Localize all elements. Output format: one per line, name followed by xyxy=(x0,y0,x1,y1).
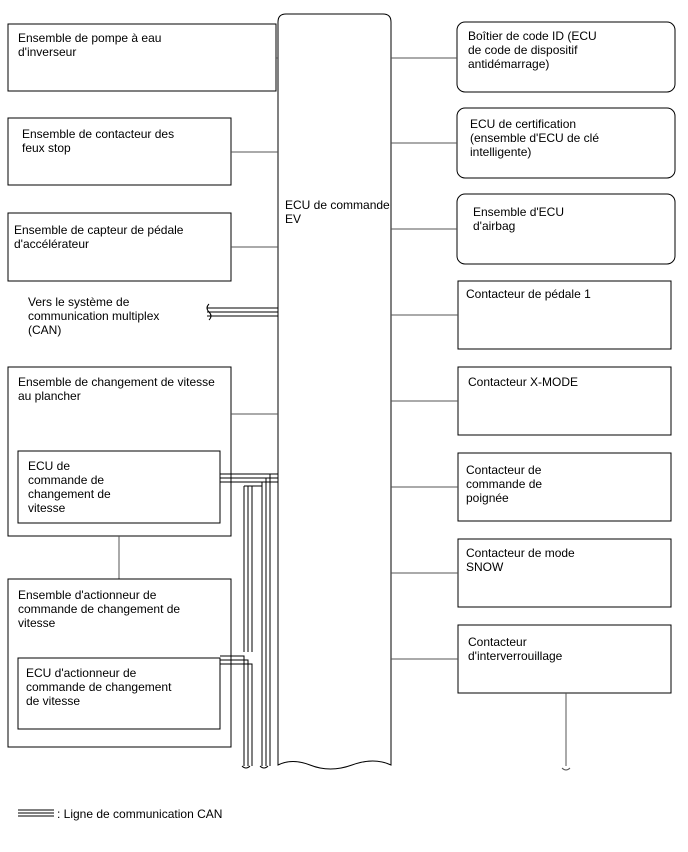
ev-control-ecu-label: ECU de commande EV xyxy=(285,198,393,226)
x-mode-switch-box xyxy=(457,366,672,436)
can-bus-lines xyxy=(220,473,278,769)
inverter-pump-label: Ensemble de pompe à eau d'inverseur xyxy=(18,31,165,59)
inverter-pump-box xyxy=(7,23,277,92)
id-code-box-label: Boîtier de code ID (ECU de code de dispo… xyxy=(468,29,600,71)
x-mode-switch-label: Contacteur X-MODE xyxy=(468,375,578,389)
can-multiplex-label: Vers le système de communication multipl… xyxy=(28,295,163,337)
ev-control-ecu-body xyxy=(277,13,392,770)
shift-control-ecu-box xyxy=(17,450,221,524)
shift-control-ecu-label: ECU de commande de changement de vitesse xyxy=(28,459,114,515)
shift-actuator-ecu-box xyxy=(17,657,221,730)
certification-ecu-label: ECU de certification (ensemble d'ECU de … xyxy=(470,117,602,159)
id-code-box-rect xyxy=(456,21,676,93)
interlock-switch-box xyxy=(457,624,672,694)
legend-can-symbol xyxy=(18,809,54,817)
shift-actuator-ecu-label: ECU d'actionneur de commande de changeme… xyxy=(26,666,175,708)
snow-mode-switch-label: Contacteur de mode SNOW xyxy=(466,546,578,574)
airbag-ecu-label: Ensemble d'ECU d'airbag xyxy=(473,205,567,233)
handle-switch-box xyxy=(457,452,672,522)
can-multiplex-line xyxy=(206,303,278,321)
accel-pedal-sensor-label: Ensemble de capteur de pédale d'accéléra… xyxy=(14,223,187,251)
legend-label: : Ligne de communication CAN xyxy=(57,807,222,821)
interlock-switch-label: Contacteur d'interverrouillage xyxy=(468,635,563,663)
shift-actuator-assembly-label: Ensemble d'actionneur de commande de cha… xyxy=(18,588,183,630)
stop-light-switch-label: Ensemble de contacteur des feux stop xyxy=(22,127,177,155)
pedal-switch-1-box xyxy=(457,280,672,350)
floor-shift-assembly-label: Ensemble de changement de vitesse au pla… xyxy=(18,375,218,403)
interlock-break-mark xyxy=(561,767,571,771)
handle-switch-label: Contacteur de commande de poignée xyxy=(466,463,545,505)
accel-pedal-sensor-box xyxy=(7,212,232,282)
stop-light-switch-box xyxy=(7,117,232,186)
pedal-switch-1-label: Contacteur de pédale 1 xyxy=(466,287,591,301)
snow-mode-switch-box xyxy=(457,538,672,608)
